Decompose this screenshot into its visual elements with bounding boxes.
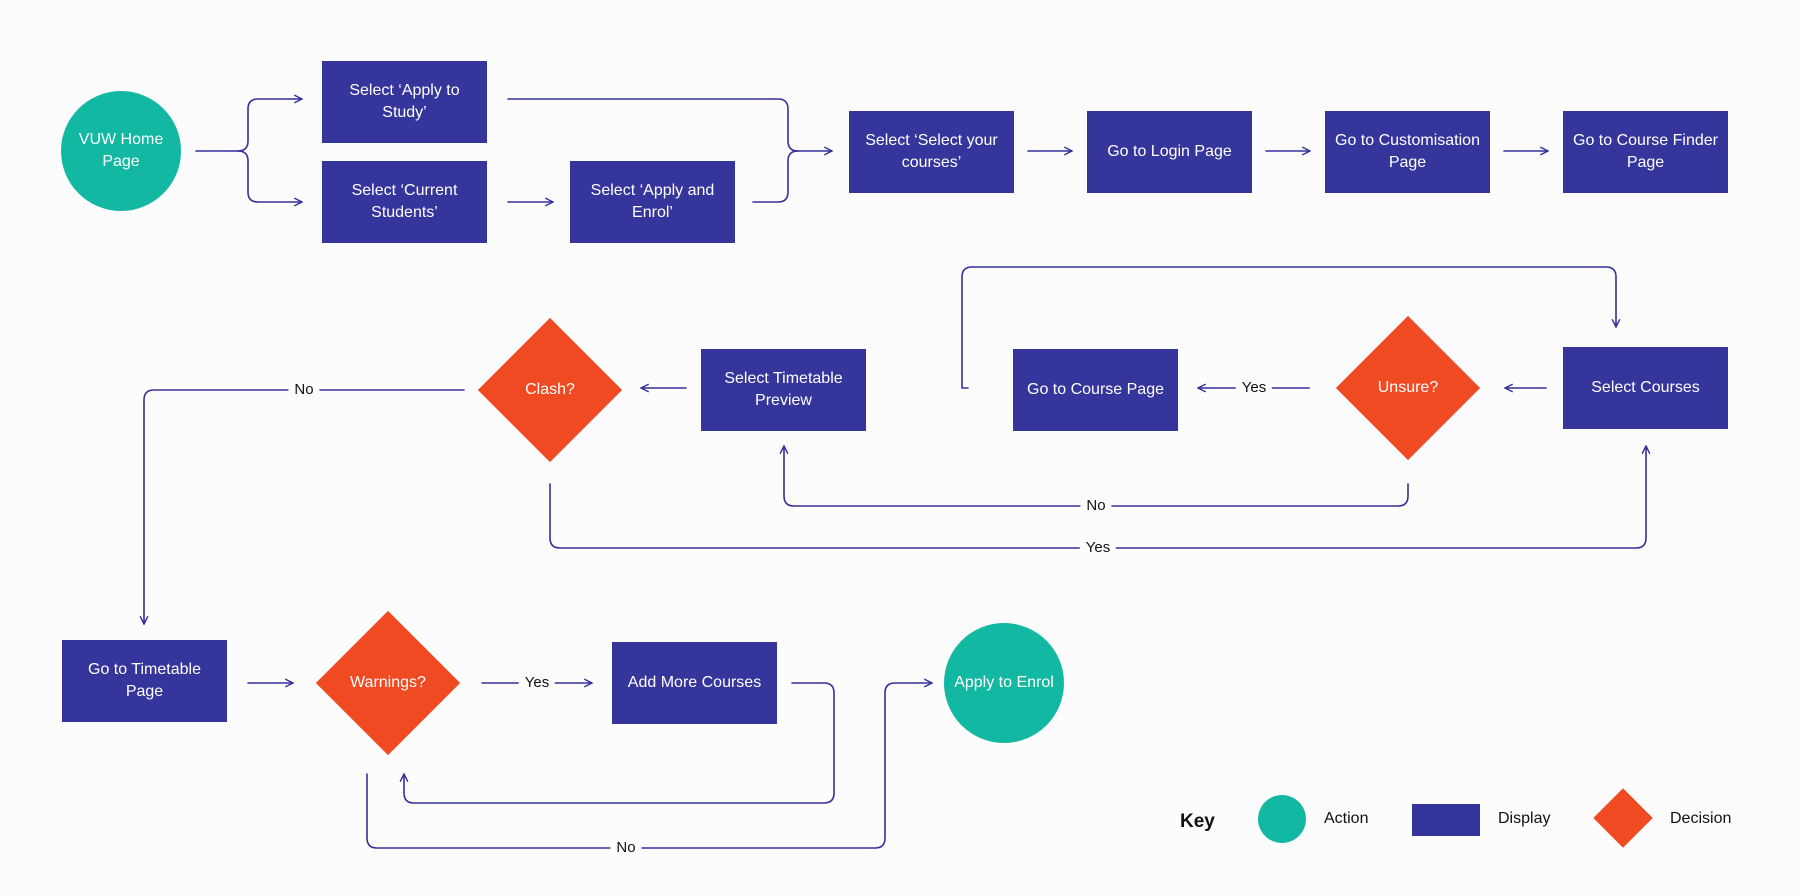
unsure-label: Unsure?	[1377, 379, 1439, 396]
legend-decision-label: Decision	[1670, 810, 1732, 827]
edge-home-split	[195, 94, 303, 152]
course-finder-page-node: Go to Course Finder Page	[1563, 111, 1728, 193]
clash-label: Clash?	[525, 381, 575, 398]
login-page-node: Go to Login Page	[1087, 111, 1252, 193]
warnings-decision: Warnings?	[315, 610, 461, 756]
add-more-courses-node: Add More Courses	[612, 642, 777, 724]
edge-enrol-merge	[752, 150, 799, 203]
warnings-no-label: No	[610, 839, 642, 857]
legend-display-swatch	[1412, 804, 1480, 836]
edge-add-loop	[399, 682, 835, 804]
unsure-decision: Unsure?	[1335, 315, 1481, 461]
apply-and-enrol-select-node: Select ‘Apply and Enrol’	[570, 161, 735, 243]
warnings-label: Warnings?	[350, 674, 426, 691]
customisation-page-node: Go to Customisation Page	[1325, 111, 1490, 193]
course-page-node: Go to Course Page	[1013, 349, 1178, 431]
clash-decision: Clash?	[477, 317, 623, 463]
current-students-node: Select ‘Current Students’	[322, 161, 487, 243]
edge-home-current	[237, 150, 303, 207]
timetable-preview-node: Select Timetable Preview	[701, 349, 866, 431]
select-courses-node: Select Courses	[1563, 347, 1728, 429]
apply-to-enrol-node: Apply to Enrol	[944, 623, 1064, 743]
unsure-no-label: No	[1080, 497, 1112, 515]
vuw-home-node: VUW Home Page	[61, 91, 181, 211]
edge-warnings-no	[366, 678, 933, 849]
edge-apply-merge	[507, 98, 833, 156]
legend-display-label: Display	[1498, 810, 1551, 827]
edge-coursepage-loop	[961, 266, 1621, 389]
warnings-yes-label: Yes	[518, 674, 556, 692]
timetable-page-node: Go to Timetable Page	[62, 640, 227, 722]
edge-clash-no	[139, 389, 465, 625]
clash-no-label: No	[288, 381, 320, 399]
select-your-courses-node: Select ‘Select your courses’	[849, 111, 1014, 193]
unsure-yes-label: Yes	[1235, 379, 1273, 397]
clash-yes-label: Yes	[1079, 539, 1117, 557]
legend-action-swatch	[1258, 795, 1306, 843]
apply-to-study-node: Select ‘Apply to Study’	[322, 61, 487, 143]
legend-action-label: Action	[1324, 810, 1369, 827]
legend-title: Key	[1180, 811, 1215, 832]
